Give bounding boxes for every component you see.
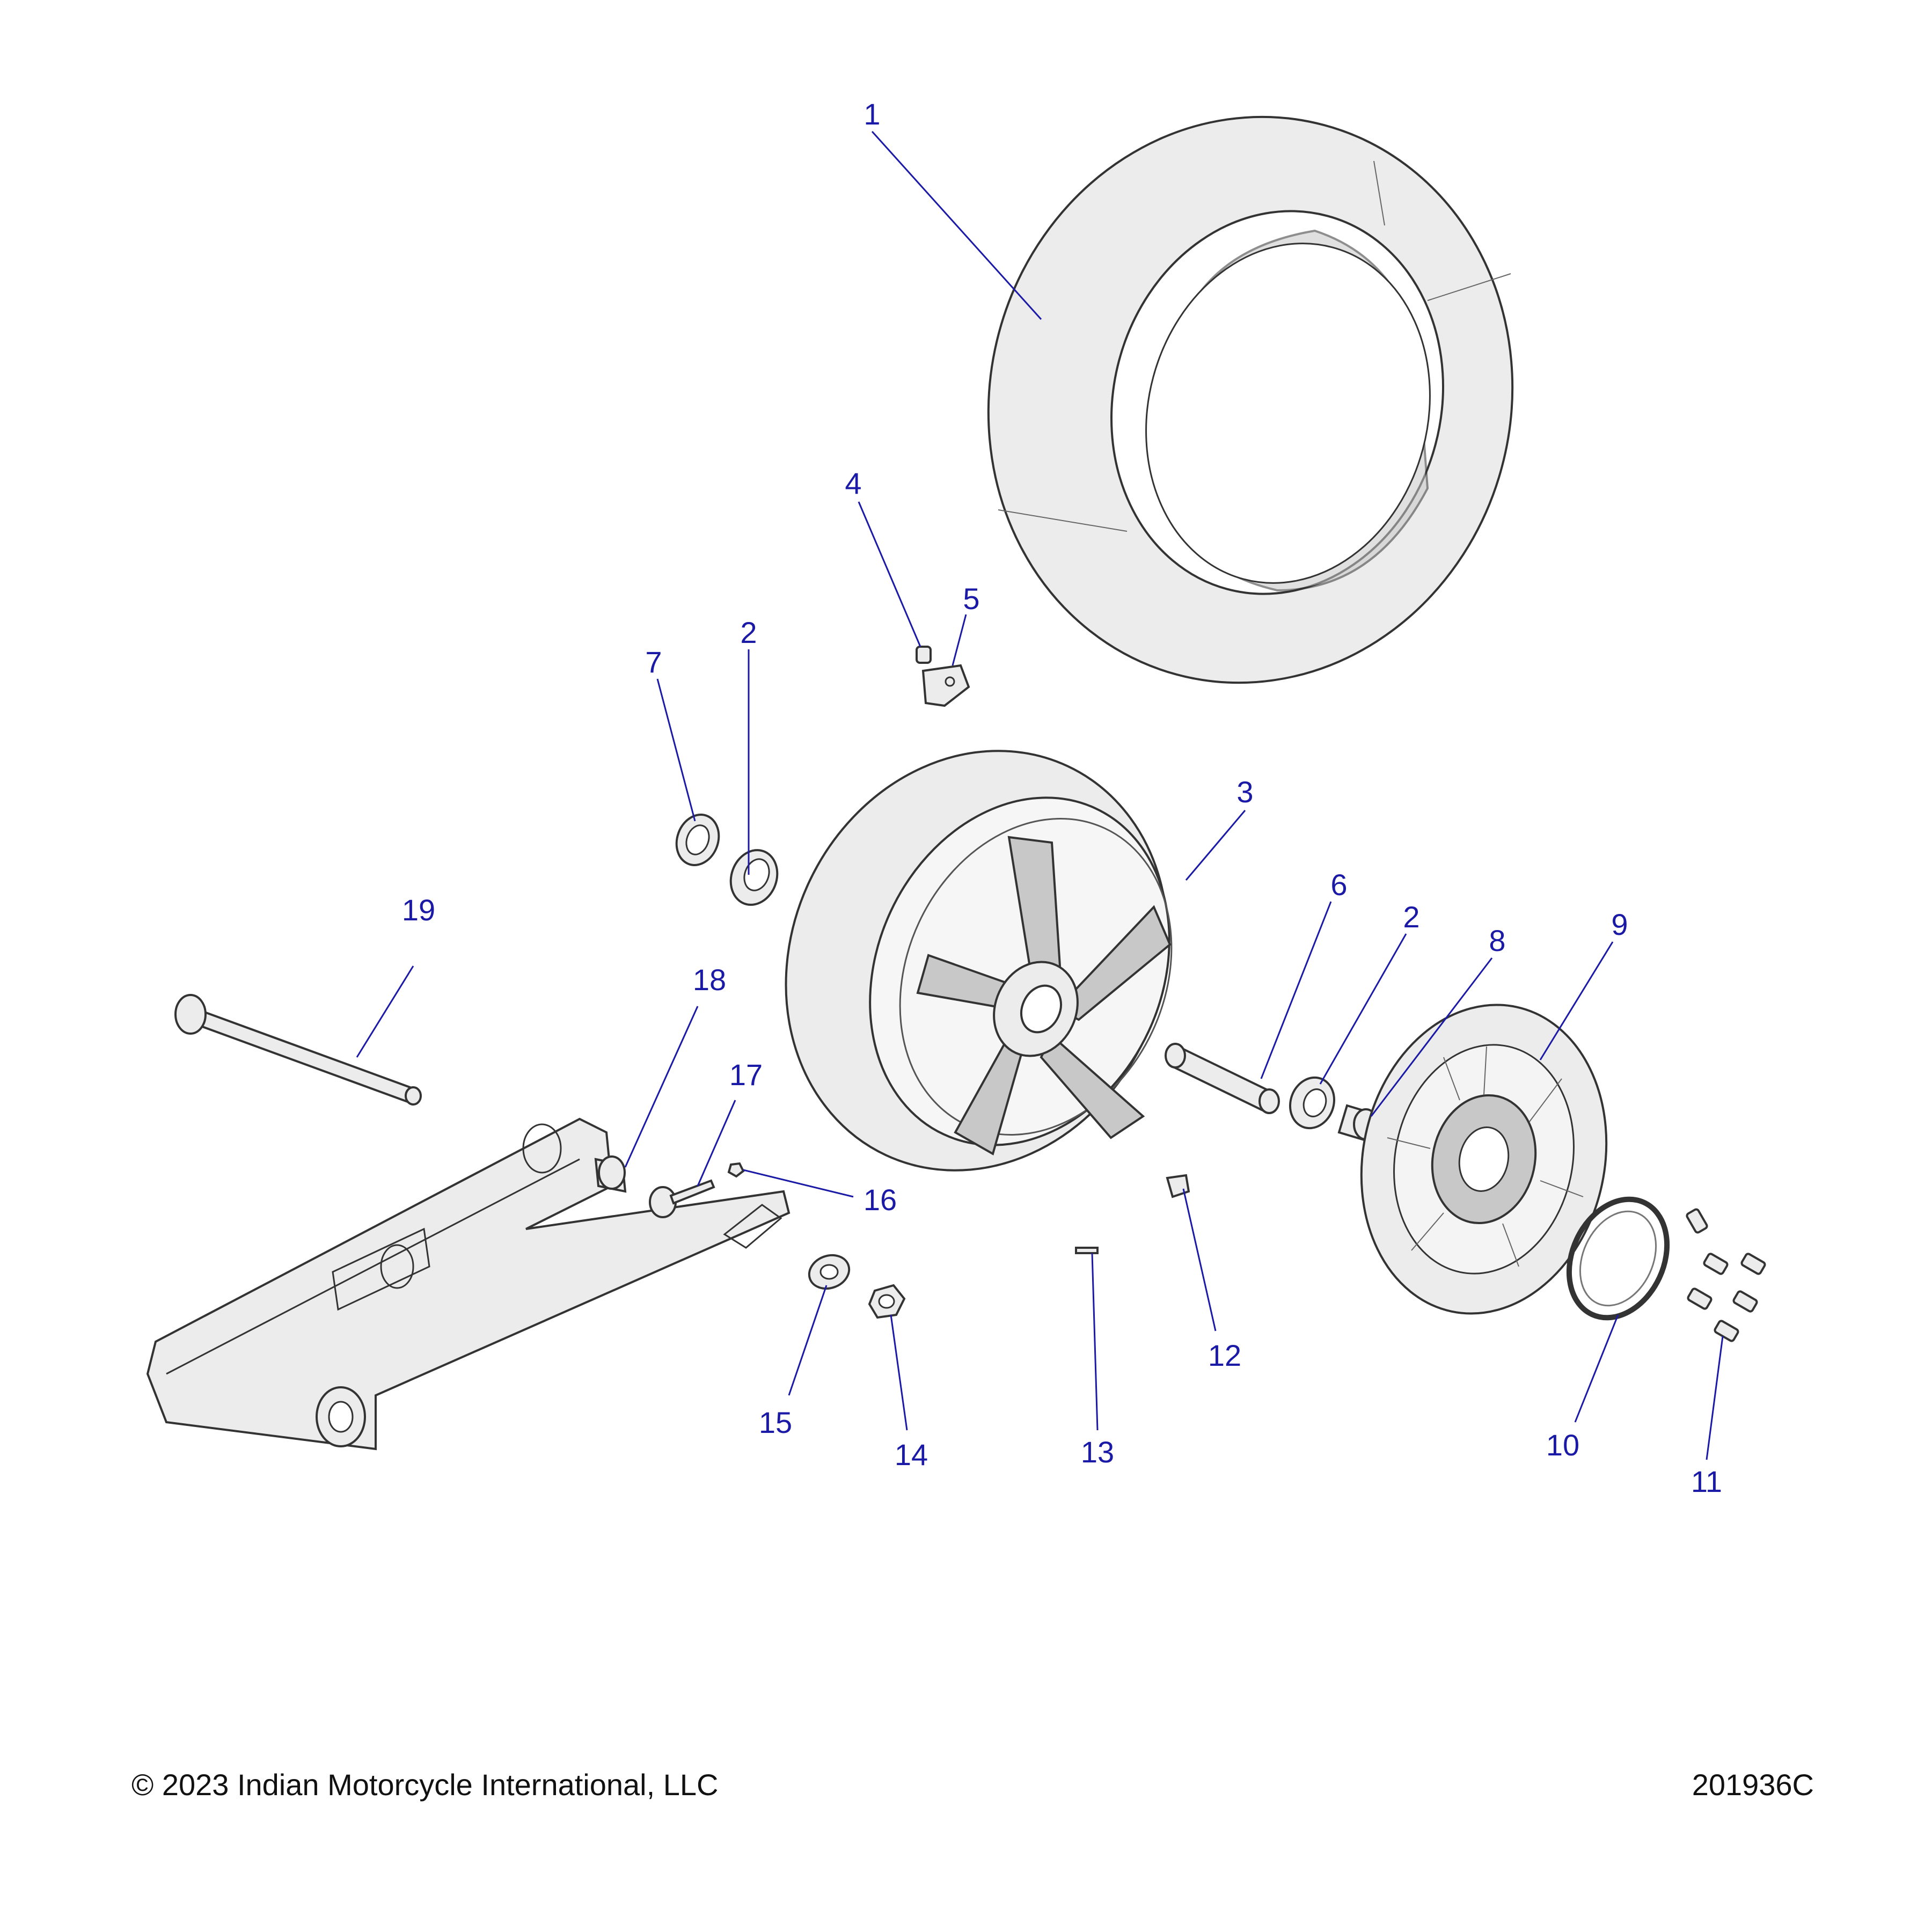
retaining-pin <box>1075 1247 1099 1254</box>
callout-12: 12 <box>1208 1338 1241 1372</box>
callout-11: 11 <box>1691 1465 1722 1498</box>
abs-tone-ring <box>1566 1196 1670 1321</box>
callout-18: 18 <box>693 963 726 997</box>
abs-sensor-clip <box>1166 1174 1190 1198</box>
leader-lines <box>356 130 1724 1460</box>
axle-nut <box>868 1284 906 1319</box>
callout-8: 8 <box>1489 924 1505 957</box>
callout-2: 2 <box>740 616 757 649</box>
adjuster-plate <box>808 1254 851 1290</box>
callout-3: 3 <box>1236 775 1253 809</box>
rear-axle <box>174 994 422 1106</box>
callout-16: 16 <box>863 1183 897 1217</box>
callout-15: 15 <box>759 1406 792 1439</box>
callout-1: 1 <box>863 97 880 131</box>
callout-6: 6 <box>1330 868 1347 902</box>
callout-17: 17 <box>729 1058 763 1092</box>
callout-5: 5 <box>963 582 979 616</box>
bearing-right <box>1289 1076 1336 1130</box>
adjuster-bushing <box>594 1155 627 1193</box>
callout-4: 4 <box>845 466 861 500</box>
disc-bolts <box>1686 1208 1766 1342</box>
callout-9: 9 <box>1611 908 1628 941</box>
callout-19: 19 <box>402 893 435 927</box>
axle-spacer <box>1165 1043 1280 1114</box>
adjuster-nut-small <box>727 1162 745 1178</box>
rear-wheel <box>785 750 1173 1172</box>
seal-left <box>675 814 720 866</box>
diagram-number: 201936C <box>1692 1768 1814 1802</box>
callout-7: 7 <box>645 645 662 679</box>
copyright-notice: © 2023 Indian Motorcycle International, … <box>131 1768 718 1802</box>
valve-screw <box>916 646 932 664</box>
callout-2-right: 2 <box>1403 900 1419 934</box>
tire <box>987 115 1514 684</box>
callout-10: 10 <box>1546 1428 1579 1462</box>
bearing-left <box>729 849 779 906</box>
callouts: 1 2 3 4 5 7 6 2 8 9 10 11 12 13 14 15 16… <box>402 97 1722 1498</box>
callout-14: 14 <box>895 1438 928 1472</box>
callout-13: 13 <box>1081 1435 1114 1469</box>
swingarm <box>146 1117 791 1451</box>
brake-disc <box>1360 1004 1608 1315</box>
valve-bracket <box>921 664 970 707</box>
